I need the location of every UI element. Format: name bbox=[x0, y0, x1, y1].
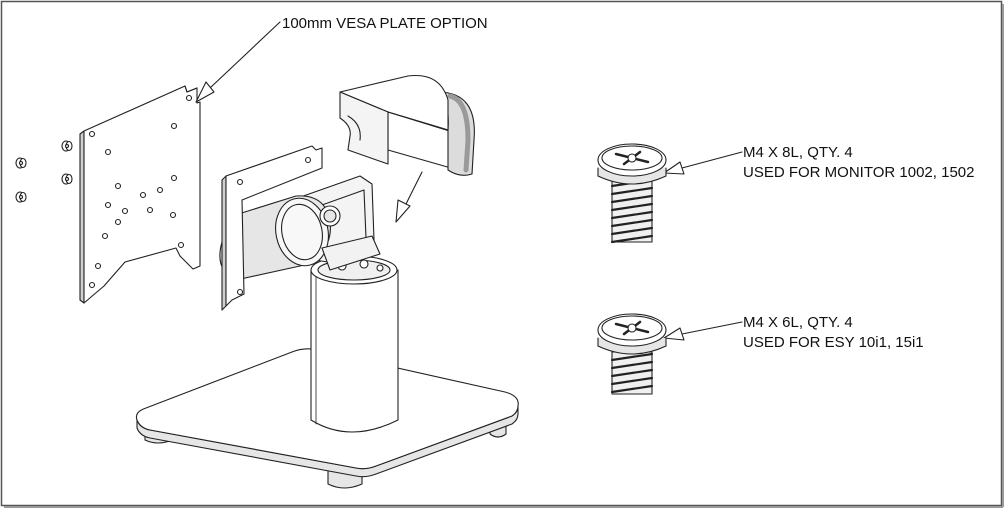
tilt-bracket bbox=[219, 175, 381, 281]
loose-screws bbox=[15, 140, 73, 203]
screw-8l-usage-label: USED FOR MONITOR 1002, 1502 bbox=[743, 164, 974, 181]
vesa-plate-callout: 100mm VESA PLATE OPTION bbox=[282, 15, 488, 32]
vesa-plate bbox=[79, 85, 201, 304]
screw-m4x8l bbox=[597, 143, 667, 244]
screw-6l-arrow-head bbox=[663, 327, 685, 341]
loose-screw bbox=[61, 173, 73, 185]
vesa-arrow-head bbox=[195, 81, 215, 103]
mount-plate bbox=[221, 145, 323, 311]
leader-arrows bbox=[195, 21, 743, 341]
cover-cap bbox=[339, 74, 475, 176]
screw-m4x6l bbox=[597, 313, 667, 395]
stand-column bbox=[310, 255, 399, 433]
loose-screw bbox=[15, 157, 27, 169]
loose-screw bbox=[15, 191, 27, 203]
cover-arrow-head bbox=[395, 199, 411, 223]
screw-6l-size-label: M4 X 6L, QTY. 4 bbox=[743, 314, 853, 331]
loose-screw bbox=[61, 140, 73, 152]
screw-8l-size-label: M4 X 8L, QTY. 4 bbox=[743, 144, 853, 161]
screw-8l-arrow-head bbox=[663, 161, 685, 175]
screw-6l-usage-label: USED FOR ESY 10i1, 15i1 bbox=[743, 334, 924, 351]
